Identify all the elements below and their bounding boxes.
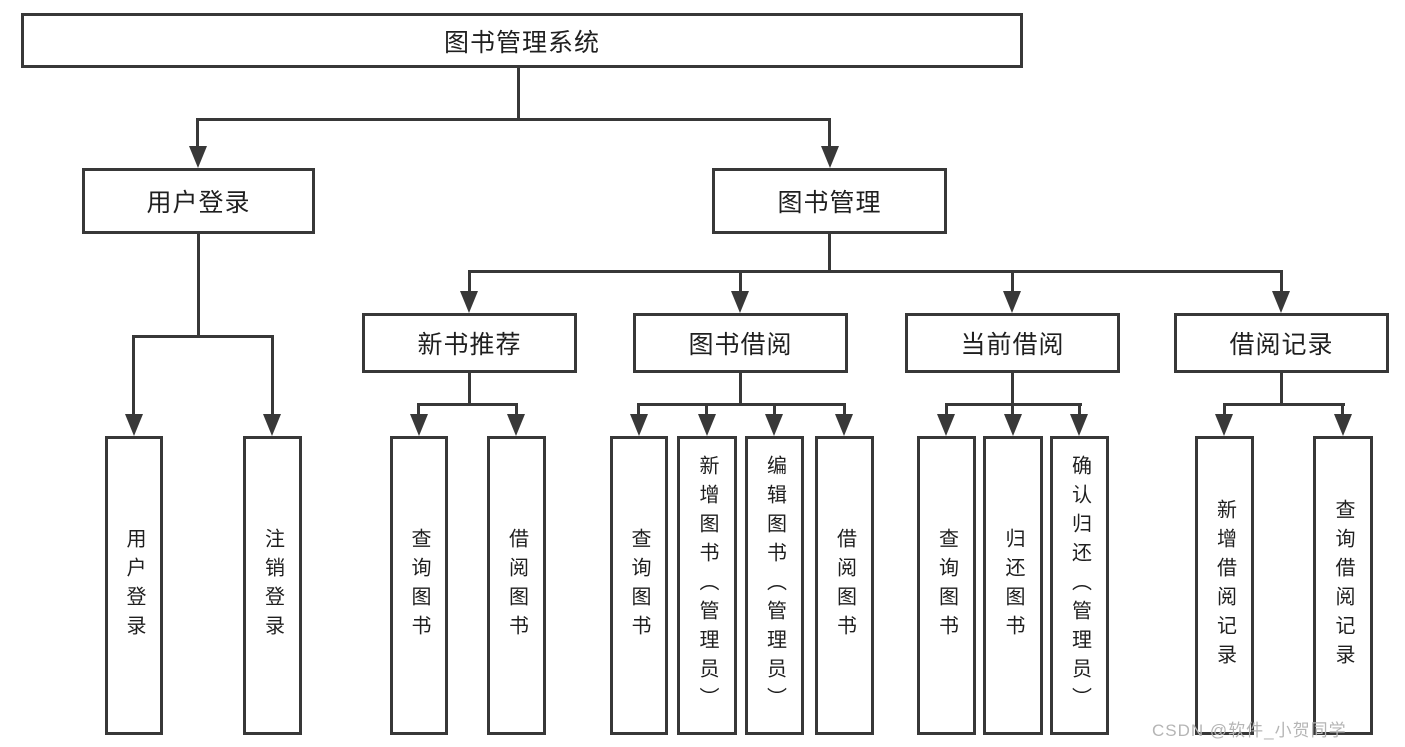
connector-hline	[132, 335, 274, 338]
node-label: 新书推荐	[417, 331, 522, 359]
connector-vline	[417, 403, 420, 417]
connector-vline	[517, 68, 520, 121]
connector-hline	[417, 403, 518, 406]
node-root: 图书管理系统	[21, 13, 1023, 68]
arrow-down-icon	[1215, 414, 1233, 436]
node-borrowing-records: 借阅记录	[1174, 313, 1389, 373]
node-label: 当前借阅	[960, 331, 1065, 359]
connector-vline	[945, 403, 948, 417]
connector-vline	[197, 234, 200, 338]
leaf-label: 注销登录	[261, 527, 284, 644]
arrow-down-icon	[410, 414, 428, 436]
leaf-label: 查询图书	[408, 527, 430, 644]
node-current-borrowing: 当前借阅	[905, 313, 1120, 373]
leaf-borrow-books: 借阅图书	[815, 436, 874, 735]
arrow-down-icon	[460, 291, 478, 313]
leaf-label: 查询借阅记录	[1332, 498, 1354, 673]
leaf-logout: 注销登录	[243, 436, 302, 735]
connector-vline	[468, 373, 471, 405]
arrow-down-icon	[731, 291, 749, 313]
arrow-down-icon	[1334, 414, 1352, 436]
leaf-add-borrow-record: 新增借阅记录	[1195, 436, 1254, 735]
connector-vline	[271, 335, 274, 418]
connector-vline	[739, 270, 742, 294]
leaf-add-book-admin: 新增图书（管理员）	[677, 436, 737, 735]
connector-vline	[843, 403, 846, 417]
connector-vline	[739, 373, 742, 405]
connector-vline	[1280, 270, 1283, 294]
leaf-label: 新增借阅记录	[1213, 498, 1236, 673]
leaf-label: 归还图书	[1002, 527, 1024, 644]
arrow-down-icon	[698, 414, 716, 436]
node-new-book-recommendation: 新书推荐	[362, 313, 577, 373]
leaf-label: 编辑图书（管理员）	[763, 455, 786, 716]
connector-hline	[468, 270, 1283, 273]
leaf-label: 确认归还（管理员）	[1068, 455, 1091, 716]
connector-vline	[468, 270, 471, 294]
node-book-borrowing: 图书借阅	[633, 313, 848, 373]
connector-vline	[1078, 403, 1081, 417]
arrow-down-icon	[821, 146, 839, 168]
connector-vline	[773, 403, 776, 417]
node-book-management-label: 图书管理	[777, 189, 882, 217]
leaf-label: 用户登录	[123, 527, 145, 644]
connector-hline	[1223, 403, 1345, 406]
leaf-query-books-recommend: 查询图书	[390, 436, 448, 735]
connector-vline	[1011, 270, 1014, 294]
leaf-edit-book-admin: 编辑图书（管理员）	[745, 436, 804, 735]
connector-vline	[1341, 403, 1344, 417]
connector-hline	[637, 403, 846, 406]
connector-vline	[515, 403, 518, 417]
node-user-login: 用户登录	[82, 168, 315, 234]
connector-vline	[828, 118, 831, 150]
connector-vline	[132, 335, 135, 418]
arrow-down-icon	[765, 414, 783, 436]
arrow-down-icon	[1070, 414, 1088, 436]
connector-hline	[197, 118, 831, 121]
leaf-label: 查询图书	[628, 527, 650, 644]
connector-vline	[1011, 403, 1014, 417]
arrow-down-icon	[937, 414, 955, 436]
connector-vline	[1280, 373, 1283, 405]
node-root-label: 图书管理系统	[443, 28, 600, 57]
node-label: 图书借阅	[688, 331, 793, 359]
arrow-down-icon	[125, 414, 143, 436]
leaf-label: 借阅图书	[505, 527, 528, 644]
connector-vline	[1011, 373, 1014, 405]
leaf-return-book: 归还图书	[983, 436, 1043, 735]
arrow-down-icon	[263, 414, 281, 436]
watermark: CSDN @软件_小贺同学	[1152, 721, 1347, 740]
leaf-query-books-borrowing: 查询图书	[610, 436, 668, 735]
arrow-down-icon	[1272, 291, 1290, 313]
leaf-label: 借阅图书	[833, 527, 856, 644]
arrow-down-icon	[189, 146, 207, 168]
arrow-down-icon	[507, 414, 525, 436]
connector-vline	[705, 403, 708, 417]
node-user-login-label: 用户登录	[146, 189, 251, 217]
connector-vline	[637, 403, 640, 417]
leaf-user-login: 用户登录	[105, 436, 163, 735]
node-book-management: 图书管理	[712, 168, 947, 234]
leaf-label: 查询图书	[935, 527, 958, 644]
connector-vline	[828, 234, 831, 272]
connector-vline	[1223, 403, 1226, 417]
arrow-down-icon	[630, 414, 648, 436]
node-label: 借阅记录	[1229, 331, 1334, 359]
arrow-down-icon	[1003, 291, 1021, 313]
leaf-query-borrow-record: 查询借阅记录	[1313, 436, 1373, 735]
leaf-borrow-books-recommend: 借阅图书	[487, 436, 546, 735]
leaf-confirm-return-admin: 确认归还（管理员）	[1050, 436, 1109, 735]
arrow-down-icon	[1004, 414, 1022, 436]
connector-vline	[196, 118, 199, 150]
leaf-query-books-current: 查询图书	[917, 436, 976, 735]
leaf-label: 新增图书（管理员）	[696, 455, 718, 716]
arrow-down-icon	[835, 414, 853, 436]
